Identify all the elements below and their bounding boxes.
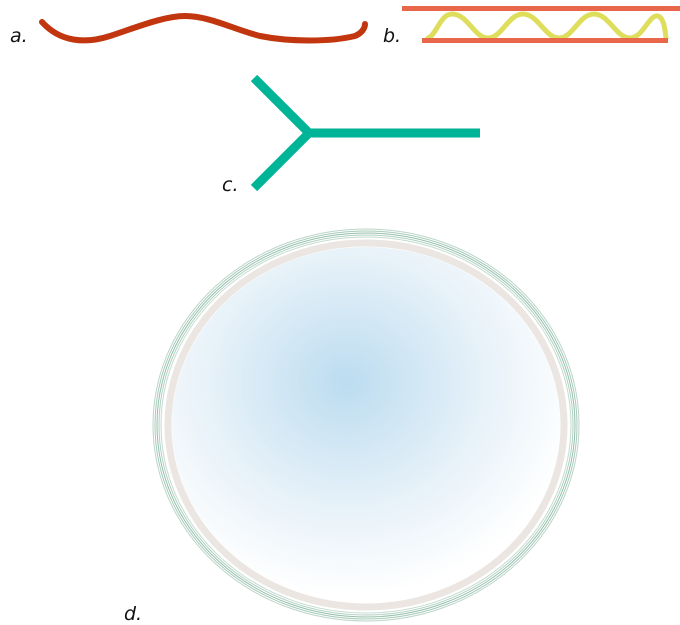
outer-ring-1 [152,228,580,622]
disc-fill [172,247,560,603]
branch-lower-arm [250,130,312,192]
outer-ring-2 [154,230,578,620]
circular-disc-icon [152,228,580,622]
panel-c-label: c. [222,174,239,196]
top-rail [402,6,680,11]
panel-d-label: d. [124,603,143,625]
wave-between-rails-icon [402,6,680,43]
panel-b-label: b. [383,25,402,47]
outer-ring-4 [158,234,574,616]
branch-upper-arm [250,74,312,136]
y-branch-icon [250,74,480,192]
panel-a-label: a. [10,25,28,47]
outer-ring-3 [156,232,576,618]
inner-ring [164,239,568,611]
outer-ring-5 [160,236,572,614]
wavy-line-icon [39,12,368,44]
bottom-rail [422,38,668,43]
